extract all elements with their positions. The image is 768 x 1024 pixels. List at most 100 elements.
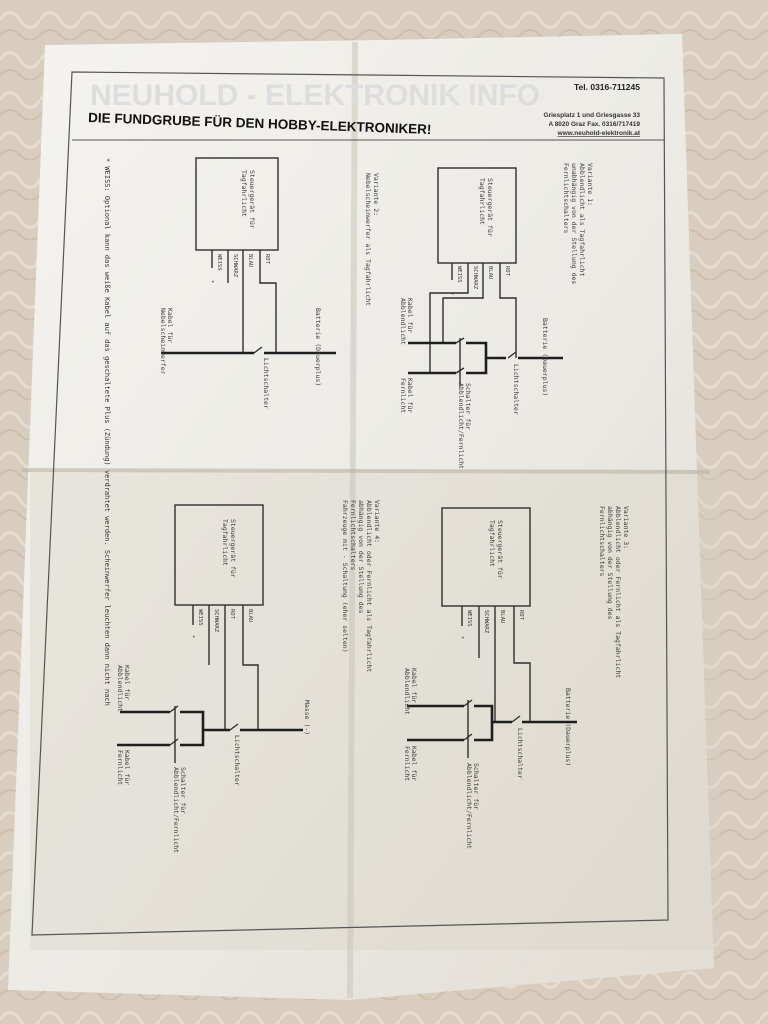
wire-label-rot: ROT <box>504 266 510 277</box>
light-switch <box>507 351 517 359</box>
variant-title-line: Fahrzeuge mit - Schaltung (eher selten) <box>341 500 349 653</box>
cable-high-beam-label: Kabel für <box>123 750 131 785</box>
wire-label-star: * <box>448 292 454 295</box>
control-unit-label: Steuergerät für <box>248 170 256 229</box>
wire-label-weiss: WEISS <box>466 610 472 627</box>
high-low-beam-switch <box>455 337 465 386</box>
cable-low-beam-label: Abblendlicht <box>403 668 411 715</box>
control-unit-box <box>174 504 264 606</box>
variant-title-line: Fernlichtschalters <box>349 500 357 571</box>
variant-title-line: Variante 2: <box>372 173 380 216</box>
variant-title-line: abhängig von der Stellung des <box>357 500 365 614</box>
wire-label-star: * <box>458 636 464 639</box>
diagram-variante-2: Variante 2: Nebelscheinwerfer als Tagfah… <box>159 157 380 409</box>
footnote-weiss: * WEISS: Optional kann das weiße Kabel a… <box>103 158 111 706</box>
control-unit-label: Tagfahrlicht <box>221 519 229 566</box>
cable-low-beam-label: Kabel für <box>123 665 131 700</box>
diagram-variante-3: Variante 3: Abblendlicht oder Fernlicht … <box>403 506 630 849</box>
light-switch <box>229 723 239 731</box>
wire-label-weiss: WEISS <box>456 266 462 283</box>
wire-label-star: * <box>189 635 195 638</box>
wire-label-weiss: WEISS <box>216 254 222 271</box>
control-unit-box <box>441 507 531 607</box>
control-unit-label: Tagfahrlicht <box>240 170 248 217</box>
diagram-variante-4: Variante 4: Abblendlicht oder Fernlicht … <box>116 500 381 853</box>
paper-shadow-lower-half <box>30 470 720 950</box>
cable-low-beam-label: Kabel für <box>410 668 418 703</box>
wire-label-schwarz: SCHWARZ <box>232 254 238 278</box>
page-frame <box>31 71 669 936</box>
wire-label-rot: ROT <box>229 609 235 620</box>
variant-title-line: abhängig von der Stellung des <box>606 506 614 620</box>
wire-label-schwarz: SCHWARZ <box>472 266 478 290</box>
wire-blau <box>242 605 259 730</box>
switch-label: Abblendlicht/Fernlicht <box>465 763 473 849</box>
address-line-2: A 8020 Graz Fax. 0316/717419 <box>548 121 640 128</box>
control-unit-box <box>437 167 517 264</box>
switch-label: Schalter für <box>179 767 187 814</box>
supply-label: Batterie (Dauerplus) <box>314 308 322 386</box>
cable-fog-light-label: Kabel für <box>166 308 174 343</box>
high-low-beam-switch <box>463 699 473 758</box>
supply-label: Masse (-) <box>303 700 311 735</box>
wire-label-blau: BLAU <box>247 609 253 622</box>
wire-label-schwarz: SCHWARZ <box>213 609 219 633</box>
variant-title-line: Variante 4: <box>373 500 381 543</box>
wire-label-blau: BLAU <box>487 266 493 279</box>
switch-label: Schalter für <box>464 383 472 430</box>
paper-sheet <box>8 34 714 1000</box>
cable-high-beam-label: Kabel für <box>410 746 418 781</box>
light-switch <box>253 346 263 354</box>
variant-title-line: Abblendlicht oder Fernlicht als Tagfahrl… <box>614 506 622 678</box>
high-low-beam-switch-wiring <box>117 710 205 747</box>
cable-low-beam-label: Abblendlicht <box>399 298 407 345</box>
wire-label-weiss: WEISS <box>197 609 203 626</box>
light-switch-label: Lichtschalter <box>233 735 241 786</box>
wire-schwarz <box>429 263 469 373</box>
wire-blau <box>442 263 484 343</box>
cable-low-beam-label: Abblendlicht <box>116 665 124 712</box>
wire-label-blau: BLAU <box>499 610 505 623</box>
switch-label: Schalter für <box>472 763 480 810</box>
wire-label-rot: ROT <box>264 254 270 265</box>
fold-line-horizontal <box>21 468 711 474</box>
cable-high-beam-label: Fernlicht <box>399 378 407 413</box>
supply-label: Batterie (Dauerplus) <box>564 688 572 766</box>
wire-label-rot: ROT <box>518 610 524 621</box>
high-low-beam-switch <box>169 705 179 763</box>
wire-label-blau: BLAU <box>247 254 253 267</box>
variant-title-line: Abblendlicht oder Fernlicht als Tagfahrl… <box>365 500 373 672</box>
wire-label-star: * <box>208 280 214 283</box>
control-unit-label: Steuergerät für <box>229 519 237 578</box>
control-unit-label: Steuergerät für <box>496 520 504 579</box>
telephone: Tel. 0316-711245 <box>574 82 640 92</box>
control-unit-box <box>195 157 279 251</box>
light-switch-label: Lichtschalter <box>262 358 270 409</box>
switch-label: Abblendlicht/Fernlicht <box>457 383 465 469</box>
diagram-variante-1: Variante 1: Abblendlicht als Tagfahrlich… <box>399 163 594 469</box>
wire-label-schwarz: SCHWARZ <box>483 610 489 634</box>
switch-label: Abblendlicht/Fernlicht <box>172 767 180 853</box>
control-unit-label: Steuergerät für <box>486 178 494 237</box>
website-link[interactable]: www.neuhold-elektronik.at <box>557 130 641 137</box>
control-unit-label: Tagfahrlicht <box>488 520 496 567</box>
cable-high-beam-label: Fernlicht <box>403 746 411 781</box>
wire-rot <box>499 263 517 358</box>
cable-low-beam-label: Kabel für <box>406 298 414 333</box>
variant-title-line: Fernlichtschalters <box>562 163 570 234</box>
variant-title-line: unabhängig von der Stellung des <box>570 163 578 284</box>
watermark-text: NEUHOLD - ELEKTRONIK INFO <box>90 79 540 112</box>
cable-fog-light-label: Nebelscheinwerfer <box>159 308 167 375</box>
variant-title-line: Variante 1: <box>586 163 594 206</box>
control-unit-label: Tagfahrlicht <box>478 178 486 225</box>
address-line-1: Griesplatz 1 und Griesgasse 33 <box>544 112 641 119</box>
cable-high-beam-label: Fernlicht <box>116 750 124 785</box>
header: NEUHOLD - ELEKTRONIK INFO DIE FUNDGRUBE … <box>88 79 641 137</box>
variant-title-line: Fernlichtschalters <box>598 506 606 577</box>
light-switch-label: Lichtschalter <box>512 364 520 415</box>
variant-title-line: Abblendlicht als Tagfahrlicht <box>578 163 586 277</box>
light-switch-label: Lichtschalter <box>516 728 524 779</box>
variant-title-line: Variante 3: <box>622 506 630 549</box>
wire-rot <box>259 250 277 353</box>
wire-rot <box>513 606 531 722</box>
